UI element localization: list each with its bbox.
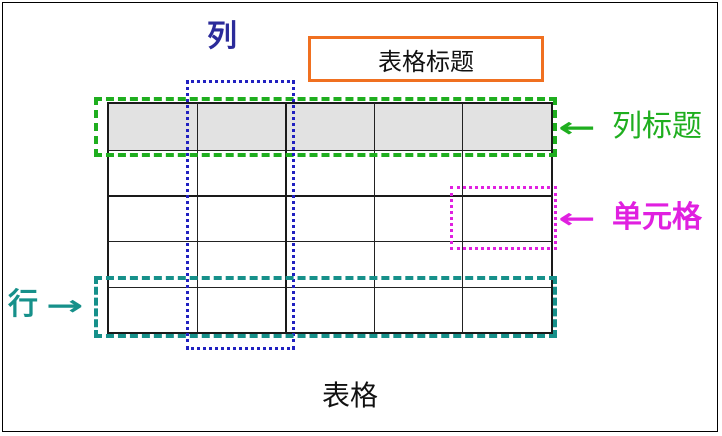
table-title-box: 表格标题: [308, 36, 544, 82]
diagram-caption: 表格: [322, 379, 379, 412]
row-divider: [108, 287, 551, 288]
column-highlight: [186, 80, 295, 350]
column-divider: [285, 103, 287, 332]
row-divider: [108, 195, 551, 197]
table-outer-border: [107, 102, 553, 334]
header-row: [108, 103, 551, 150]
column-header-label: 列标题: [612, 109, 702, 144]
row-arrow-icon: →: [46, 289, 84, 322]
column-divider: [462, 103, 463, 332]
cell-label: 单元格: [612, 200, 702, 235]
column-divider: [197, 103, 198, 332]
column-divider: [374, 103, 375, 332]
diagram-frame: [2, 2, 718, 432]
row-divider: [108, 241, 551, 242]
row-highlight: [94, 276, 557, 338]
column-header-arrow-icon: ←: [558, 111, 596, 144]
cell-highlight: [450, 186, 557, 250]
column-label: 列: [207, 19, 237, 54]
cell-arrow-icon: ←: [558, 202, 596, 235]
row-divider: [108, 150, 551, 151]
row-label: 行: [8, 287, 38, 322]
table-title-text: 表格标题: [378, 47, 474, 76]
column-header-highlight: [94, 97, 557, 157]
